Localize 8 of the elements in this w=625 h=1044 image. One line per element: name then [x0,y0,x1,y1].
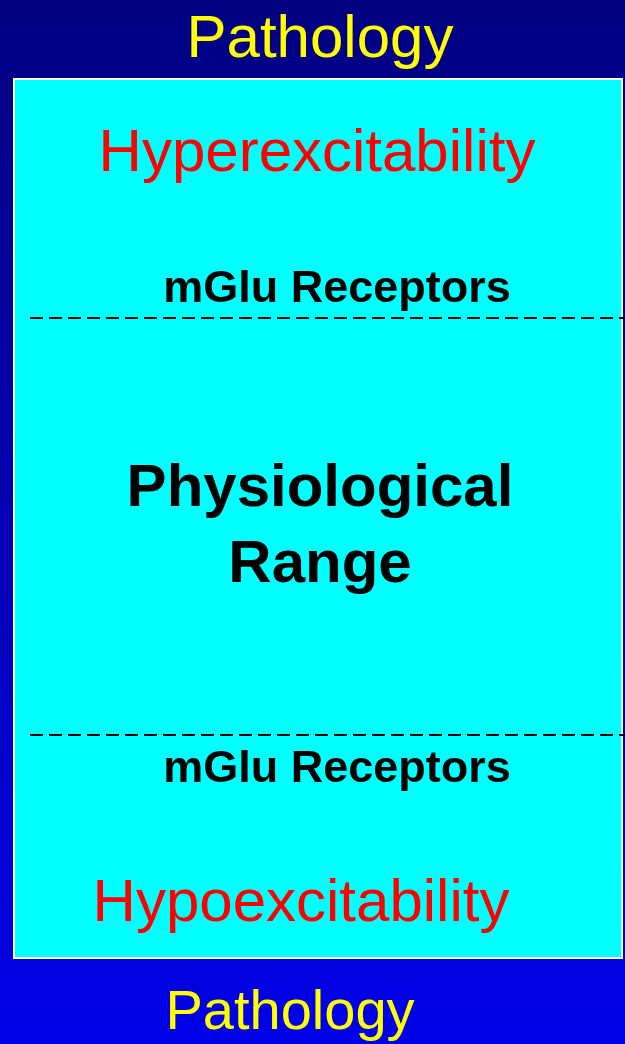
zone-heading: Hyperexcitability [98,115,536,185]
range-panel [13,78,623,959]
receptor-label: mGlu Receptors [163,741,511,793]
pathology-label: Pathology [186,4,454,68]
range-label: Physiological Range [125,450,515,597]
pathology-label: Pathology [165,980,415,1040]
receptor-label: mGlu Receptors [163,261,511,313]
zone-heading: Hypoexcitability [92,865,510,935]
